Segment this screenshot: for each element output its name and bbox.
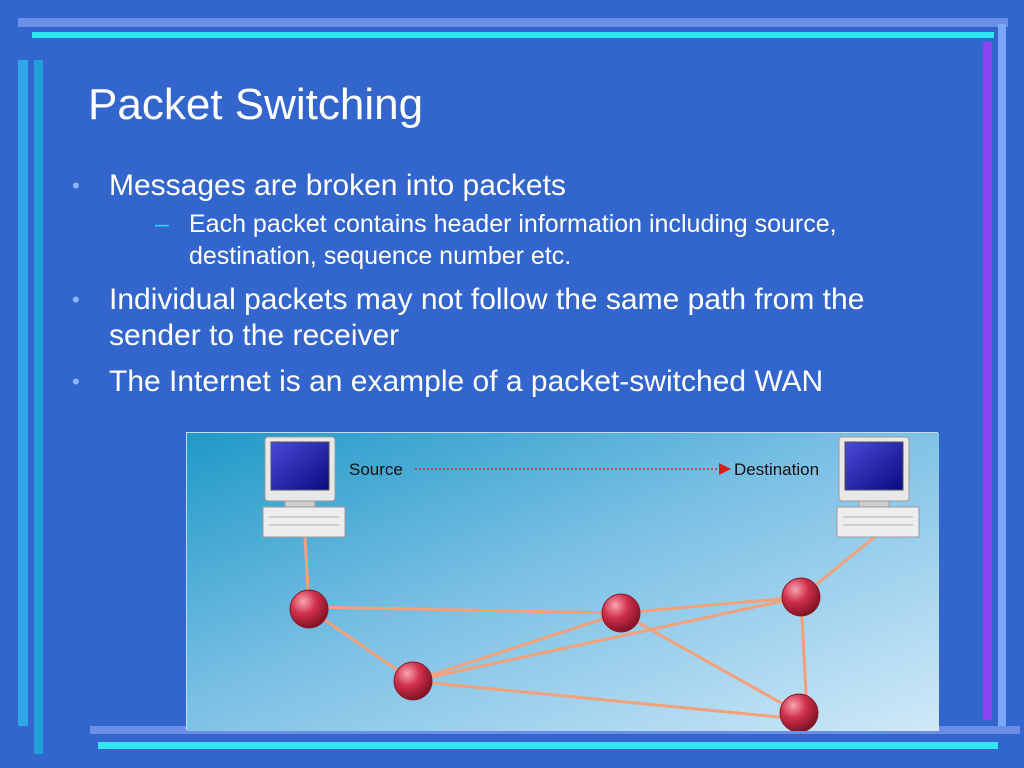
bullet-item: • The Internet is an example of a packet… [72,364,872,400]
router-node-icon [393,661,433,701]
router-node-icon [601,593,641,633]
network-diagram: Source Destination [186,432,939,731]
bullet-dot-icon: • [72,287,80,312]
bullet-item: • Messages are broken into packets – Eac… [72,168,872,272]
source-label: Source [349,460,403,479]
destination-computer-icon [836,436,920,538]
top-accent-bar [18,18,1008,27]
left-accent-bar [18,60,28,726]
bullet-text: Individual packets may not follow the sa… [109,283,865,352]
source-computer-icon [262,436,346,538]
link [620,611,800,715]
link [412,611,622,683]
bullet-dot-icon: • [72,173,80,198]
router-node-icon [289,589,329,629]
router-node-icon [781,577,821,617]
slide-title: Packet Switching [88,80,424,129]
network-diagram-svg: Source Destination [187,433,939,731]
link [308,605,622,615]
router-nodes [289,577,821,731]
left-accent-bar-inner [34,60,43,754]
arrow-head-icon [719,463,731,475]
sub-bullet-text: Each packet contains header information … [189,210,837,270]
bullet-dot-icon: • [72,369,80,394]
top-accent-bar-cyan [32,32,994,38]
router-node-icon [779,693,819,731]
right-accent-bar [998,24,1006,728]
link [412,595,802,683]
link [412,679,800,721]
bullet-item: • Individual packets may not follow the … [72,282,872,354]
link [620,595,802,615]
dash-icon: – [155,210,169,238]
bullet-text: The Internet is an example of a packet-s… [109,365,824,398]
bullet-text: Messages are broken into packets [109,169,566,202]
right-accent-bar-purple [983,42,992,720]
bottom-accent-bar-cyan [98,742,998,749]
sub-bullet-item: – Each packet contains header informatio… [155,208,872,272]
link [308,607,414,683]
destination-label: Destination [734,460,819,479]
bullet-list: • Messages are broken into packets – Eac… [72,168,872,410]
